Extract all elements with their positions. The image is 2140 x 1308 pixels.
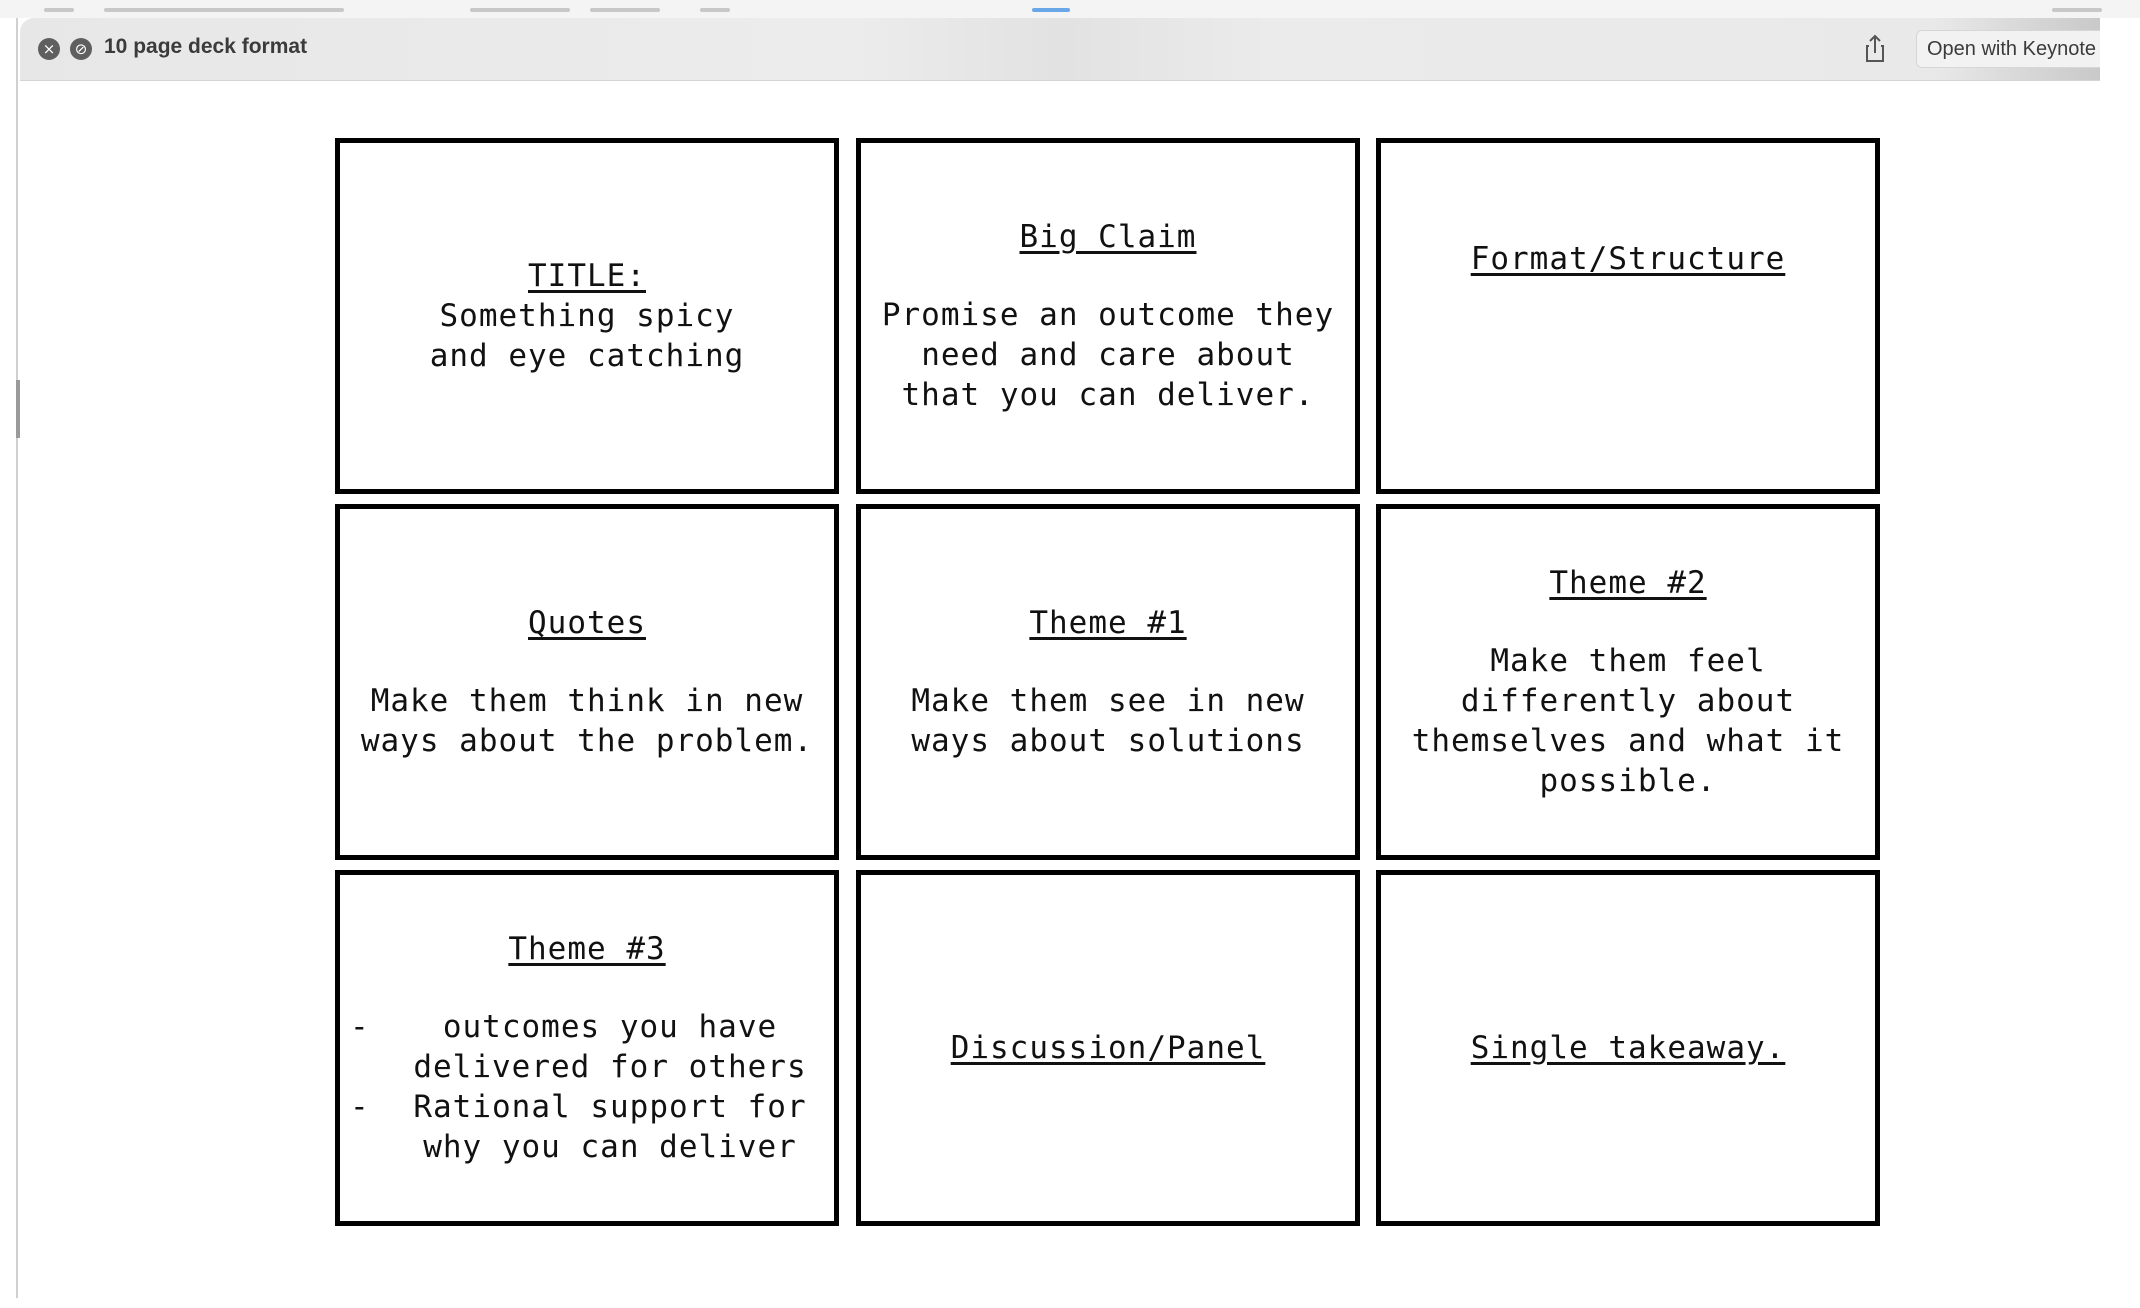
- document-title: 10 page deck format: [104, 35, 308, 58]
- list-item: - Rational support for why you can deliv…: [350, 1087, 830, 1167]
- slide-cell-theme-3: Theme #3 - outcomes you have delivered f…: [335, 870, 839, 1226]
- slide-heading: Discussion/Panel: [950, 1030, 1266, 1066]
- background-window-handle: [16, 380, 20, 438]
- slide-grid: TITLE: Something spicy and eye catching …: [335, 138, 1891, 1246]
- title-bar: × ⊘ 10 page deck format Open with Keynot…: [20, 18, 2100, 81]
- bullet-dash: -: [350, 1009, 370, 1045]
- bullet-list: - outcomes you have delivered for others…: [344, 1007, 830, 1167]
- slide-heading: Format/Structure: [1470, 241, 1786, 277]
- fullscreen-icon[interactable]: ⊘: [70, 38, 92, 60]
- slide-heading: Single takeaway.: [1470, 1030, 1786, 1066]
- list-item: - outcomes you have delivered for others: [350, 1007, 830, 1087]
- slide-cell-quotes: Quotes Make them think in new ways about…: [335, 504, 839, 860]
- background-window-strip: [0, 0, 2140, 18]
- slide-cell-theme-1: Theme #1 Make them see in new ways about…: [856, 504, 1360, 860]
- slide-body: Something spicy and eye catching: [429, 298, 745, 374]
- quick-look-window: × ⊘ 10 page deck format Open with Keynot…: [20, 18, 2100, 1308]
- slide-body: Make them feel differently about themsel…: [1411, 643, 1845, 799]
- bullet-text: outcomes you have delivered for others: [413, 1009, 807, 1085]
- slide-cell-theme-2: Theme #2 Make them feel differently abou…: [1376, 504, 1880, 860]
- open-with-keynote-button[interactable]: Open with Keynote: [1916, 30, 2100, 68]
- slide-cell-title: TITLE: Something spicy and eye catching: [335, 138, 839, 494]
- slide-body: Make them see in new ways about solution…: [911, 683, 1305, 759]
- bullet-text: Rational support for why you can deliver: [413, 1089, 807, 1165]
- slide-heading: Theme #2: [1549, 565, 1707, 601]
- slide-heading: TITLE:: [528, 258, 646, 294]
- slide-heading: Big Claim: [1019, 219, 1197, 255]
- slide-cell-format-structure: Format/Structure: [1376, 138, 1880, 494]
- slide-body: Make them think in new ways about the pr…: [360, 683, 814, 759]
- close-icon[interactable]: ×: [38, 38, 60, 60]
- slide-heading: Theme #1: [1029, 605, 1187, 641]
- slide-cell-discussion-panel: Discussion/Panel: [856, 870, 1360, 1226]
- background-window-edge: [16, 18, 18, 1298]
- slide-cell-single-takeaway: Single takeaway.: [1376, 870, 1880, 1226]
- slide-cell-big-claim: Big Claim Promise an outcome they need a…: [856, 138, 1360, 494]
- slide-body: Promise an outcome they need and care ab…: [881, 297, 1335, 413]
- bullet-dash: -: [350, 1089, 370, 1125]
- slide-heading: Theme #3: [508, 931, 666, 967]
- share-icon[interactable]: [1858, 32, 1892, 66]
- slide-heading: Quotes: [528, 605, 646, 641]
